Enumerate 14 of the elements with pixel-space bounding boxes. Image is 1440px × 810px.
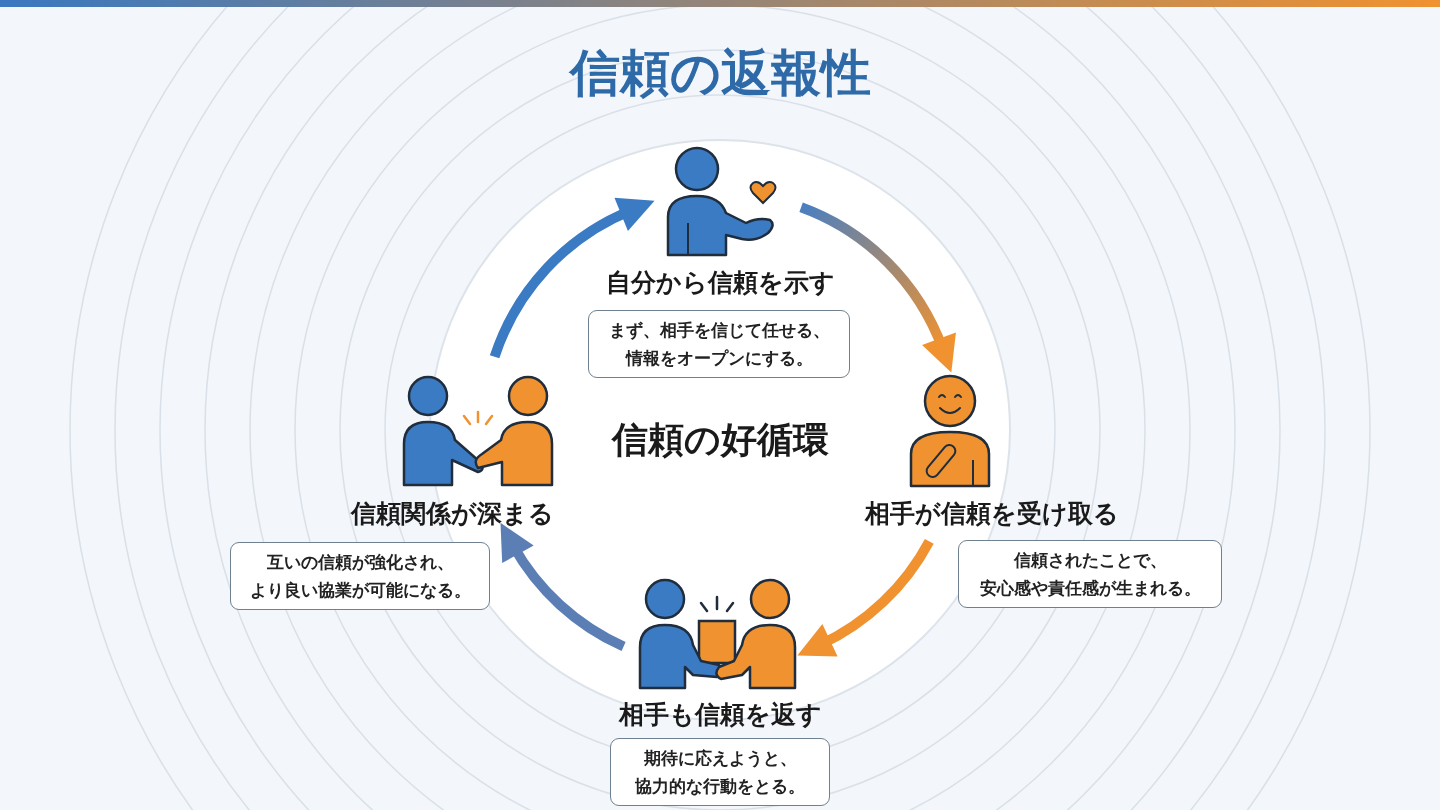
callout-box: まず、相手を信じて任せる、情報をオープンにする。 [588,310,850,378]
step-heading: 信頼関係が深まる [350,497,554,530]
arrow [799,202,955,372]
arrow [798,538,934,657]
title: 信頼の返報性 [569,43,871,104]
callout-box: 互いの信頼が強化され、より良い協業が可能になる。 [230,542,490,610]
step-heading: 相手も信頼を返す [618,698,822,731]
callout-box: 信頼されたことで、安心感や責任感が生まれる。 [958,540,1222,608]
arrow [489,198,654,359]
callout-box: 期待に応えようと、協力的な行動をとる。 [610,738,830,806]
center-label: 信頼の好循環 [611,417,829,462]
arrow [499,523,626,651]
step-heading: 自分から信頼を示す [605,266,835,299]
step-heading: 相手が信頼を受け取る [865,497,1119,530]
